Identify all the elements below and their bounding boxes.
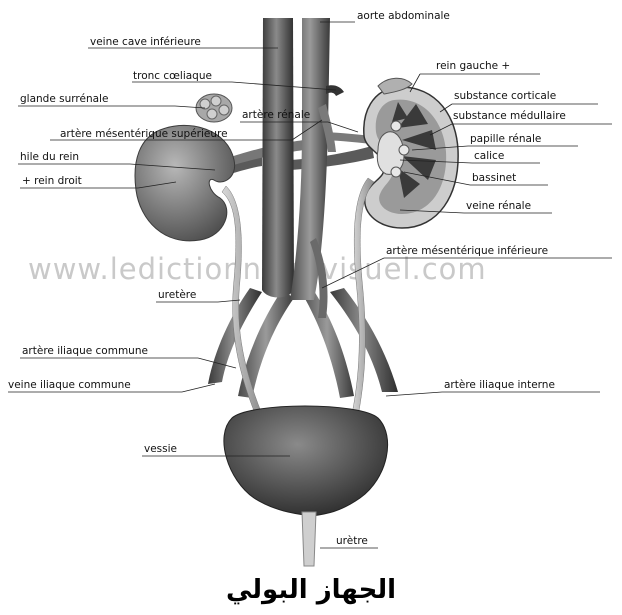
label-glande-surrenale: glande surrénale <box>20 93 108 105</box>
label-aorte-abdominale: aorte abdominale <box>357 10 450 22</box>
label-vessie: vessie <box>144 443 177 455</box>
label-papille-renale: papille rénale <box>470 133 541 145</box>
diagram-title: الجهاز البولي <box>0 575 622 605</box>
label-bassinet: bassinet <box>472 172 516 184</box>
celiac-trunk <box>326 85 344 96</box>
calyx <box>391 121 401 131</box>
calyx <box>391 167 401 177</box>
label-rein-droit: + rein droit <box>22 175 82 187</box>
label-hile-du-rein: hile du rein <box>20 151 79 163</box>
label-artere-renale: artère rénale <box>242 109 310 121</box>
adrenal-lobule <box>211 96 221 106</box>
label-veine-renale: veine rénale <box>466 200 531 212</box>
label-uretre: urètre <box>336 535 368 547</box>
adrenal-lobule <box>207 109 217 119</box>
label-veine-cave-inferieure: veine cave inférieure <box>90 36 201 48</box>
bladder <box>224 406 388 516</box>
label-artere-iliaque-commune: artère iliaque commune <box>22 345 148 357</box>
adrenal-lobule <box>219 105 229 115</box>
calyx <box>399 145 409 155</box>
label-calice: calice <box>474 150 504 162</box>
label-veine-iliaque-commune: veine iliaque commune <box>8 379 131 391</box>
inferior-vena-cava <box>262 18 294 298</box>
label-artere-mesenterique-inferieure: artère mésentérique inférieure <box>386 245 548 257</box>
label-tronc-coeliaque: tronc cœliaque <box>133 70 212 82</box>
label-substance-corticale: substance corticale <box>454 90 556 102</box>
label-substance-medullaire: substance médullaire <box>453 110 566 122</box>
label-rein-gauche: rein gauche + <box>436 60 510 72</box>
urethra <box>302 512 316 566</box>
abdominal-aorta <box>290 18 330 300</box>
right-kidney <box>135 125 235 240</box>
label-uretere: uretère <box>158 289 196 301</box>
label-artere-iliaque-interne: artère iliaque interne <box>444 379 555 391</box>
label-artere-mesenterique-superieure: artère mésentérique supérieure <box>60 128 228 140</box>
